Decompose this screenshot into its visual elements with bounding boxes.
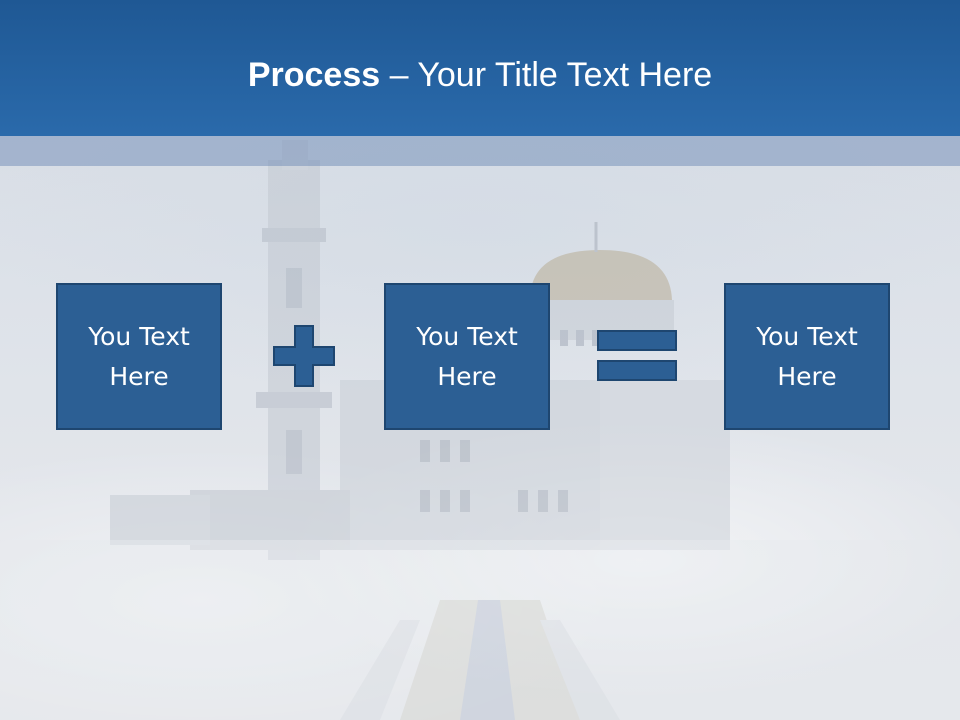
title-bar-underline xyxy=(0,136,960,166)
process-box-3-label: You Text Here xyxy=(756,321,858,391)
process-box-2[interactable]: You Text Here xyxy=(384,283,550,430)
process-box-2-label: You Text Here xyxy=(416,321,518,391)
process-box-3[interactable]: You Text Here xyxy=(724,283,890,430)
slide-title[interactable]: Process – Your Title Text Here xyxy=(0,50,960,100)
title-bar xyxy=(0,0,960,136)
slide-title-rest: – Your Title Text Here xyxy=(380,56,713,94)
equals-icon xyxy=(597,330,677,381)
slide-title-bold: Process xyxy=(247,56,381,94)
process-box-1-label: You Text Here xyxy=(88,321,190,391)
process-box-1[interactable]: You Text Here xyxy=(56,283,222,430)
plus-icon xyxy=(273,325,335,387)
